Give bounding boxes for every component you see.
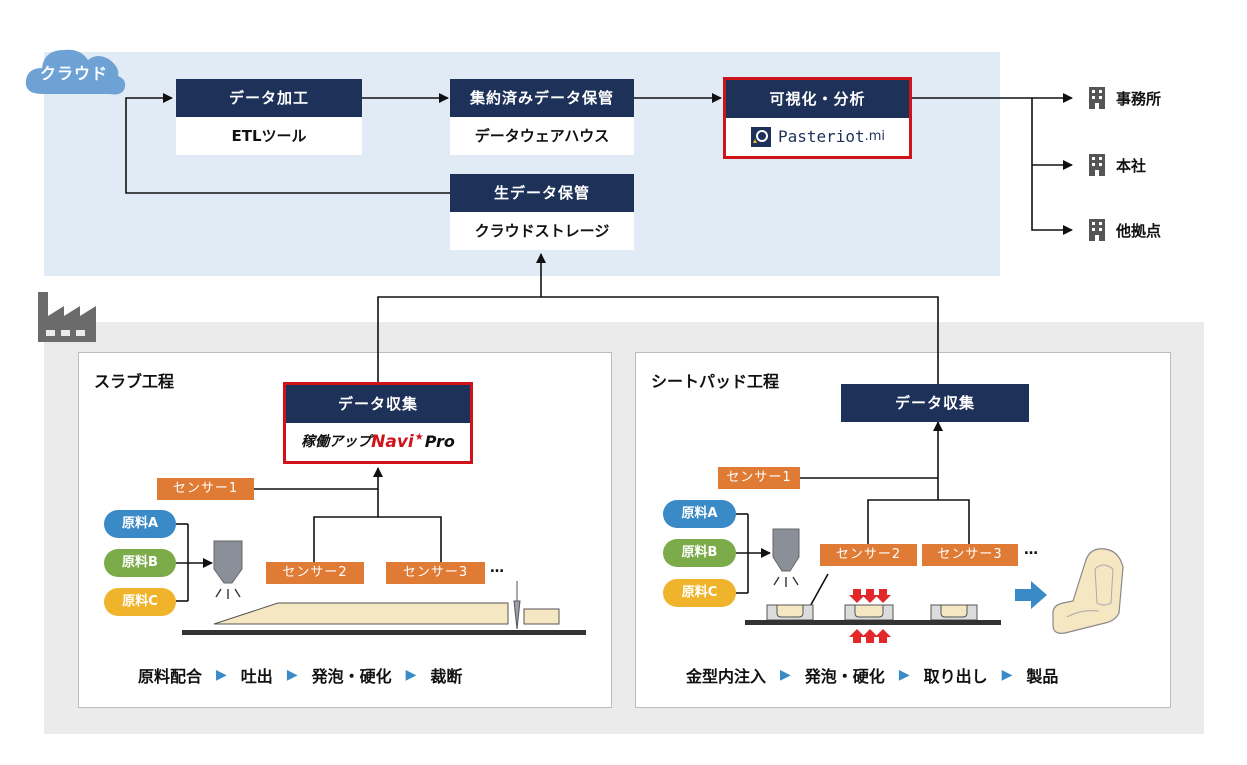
seat-process-flow: 金型内注入 ▶ 発泡・硬化 ▶ 取り出し ▶ 製品	[686, 663, 1058, 687]
seat-material-b: 原料B	[663, 539, 736, 567]
seat-data-collection-box: データ収集	[841, 384, 1029, 422]
flow-arrow-icon: ▶	[1001, 667, 1013, 683]
pasteriot-logo: Pasteriot .mi	[726, 118, 909, 156]
data-processing-heading: データ加工	[176, 79, 362, 117]
destination-label: 事務所	[1116, 89, 1162, 108]
flow-arrow-icon: ▶	[286, 667, 298, 683]
slab-process-flow: 原料配合 ▶ 吐出 ▶ 発泡・硬化 ▶ 裁断	[138, 663, 462, 687]
building-icon	[1089, 154, 1105, 176]
slab-sensor-3: センサー3	[386, 562, 485, 584]
cloud-label: クラウド	[39, 64, 108, 83]
pasteriot-logo-icon	[750, 127, 771, 147]
slab-data-collection-box: データ収集 稼働アップ Navi ★ Pro	[283, 382, 473, 464]
cloud-storage-label: クラウドストレージ	[450, 212, 634, 250]
seat-material-a: 原料A	[663, 500, 736, 528]
seat-flow-step: 金型内注入	[686, 667, 767, 686]
mold-icon	[766, 604, 978, 621]
visualization-heading: 可視化・分析	[726, 80, 909, 118]
raw-storage-heading: 生データ保管	[450, 174, 634, 212]
pasteriot-logo-text: Pasteriot	[777, 127, 865, 146]
raw-storage-box: 生データ保管 クラウドストレージ	[450, 174, 634, 250]
slab-material-b: 原料B	[104, 549, 176, 577]
slab-sensor-1: センサー1	[157, 478, 254, 500]
nozzle-icon	[213, 540, 243, 599]
slab-data-collection-heading: データ収集	[286, 385, 470, 423]
navi-pro-logo: 稼働アップ Navi ★ Pro	[286, 423, 470, 461]
flow-arrow-icon: ▶	[898, 667, 910, 683]
slab-flow-step: 吐出	[240, 667, 273, 686]
slab-sensor-2: センサー2	[266, 562, 364, 584]
cutter-icon	[513, 581, 521, 630]
aggregated-storage-box: 集約済みデータ保管 データウェアハウス	[450, 79, 634, 155]
destination-other-sites: 他拠点	[1088, 218, 1161, 242]
cloud-icon	[25, 49, 126, 95]
slab-flow-step: 発泡・硬化	[311, 667, 392, 686]
seat-icon	[1052, 548, 1124, 634]
seat-material-c: 原料C	[663, 579, 736, 607]
destination-label: 本社	[1116, 156, 1147, 175]
seat-equipment-illustration	[745, 528, 1124, 643]
seat-flow-step: 製品	[1026, 667, 1059, 686]
flow-arrow-icon: ▶	[405, 667, 417, 683]
slab-equipment-illustration	[182, 540, 586, 635]
navi-pro-logo-text: 稼働アップ	[301, 434, 372, 450]
seat-pad-process-title: シートパッド工程	[651, 372, 780, 391]
star-icon: ★	[414, 432, 424, 443]
destination-label: 他拠点	[1116, 221, 1162, 240]
slab-process-title: スラブ工程	[94, 372, 175, 391]
visualization-box: 可視化・分析 Pasteriot .mi	[723, 77, 912, 159]
slab-flow-step: 裁断	[430, 667, 463, 686]
seat-flow-step: 取り出し	[923, 667, 988, 686]
data-processing-box: データ加工 ETLツール	[176, 79, 362, 155]
seat-flow-step: 発泡・硬化	[804, 667, 885, 686]
destination-headquarters: 本社	[1088, 153, 1146, 177]
destination-office: 事務所	[1088, 86, 1161, 110]
nozzle-icon	[772, 528, 800, 587]
flow-arrow-icon: ▶	[216, 667, 227, 683]
slab-flow-step: 原料配合	[138, 667, 203, 686]
slab-material-c: 原料C	[104, 588, 176, 616]
navi-pro-logo-navi: Navi	[371, 432, 414, 452]
slab-material-a: 原料A	[104, 510, 176, 538]
pasteriot-logo-suffix: .mi	[864, 129, 886, 144]
seat-sensor-2: センサー2	[820, 544, 917, 566]
flow-arrow-icon: ▶	[780, 667, 791, 683]
aggregated-storage-heading: 集約済みデータ保管	[450, 79, 634, 117]
building-icon	[1089, 219, 1105, 241]
navi-pro-logo-pro: Pro	[424, 432, 455, 451]
seat-data-collection-heading: データ収集	[841, 384, 1029, 422]
etl-tool-label: ETLツール	[176, 117, 362, 155]
factory-icon	[38, 292, 96, 342]
building-icon	[1089, 87, 1105, 109]
data-warehouse-label: データウェアハウス	[450, 117, 634, 155]
seat-sensor-3: センサー3	[922, 544, 1018, 566]
seat-sensor-1: センサー1	[718, 467, 800, 489]
slab-more-sensors: …	[490, 560, 504, 576]
seat-more-sensors: …	[1024, 542, 1038, 558]
